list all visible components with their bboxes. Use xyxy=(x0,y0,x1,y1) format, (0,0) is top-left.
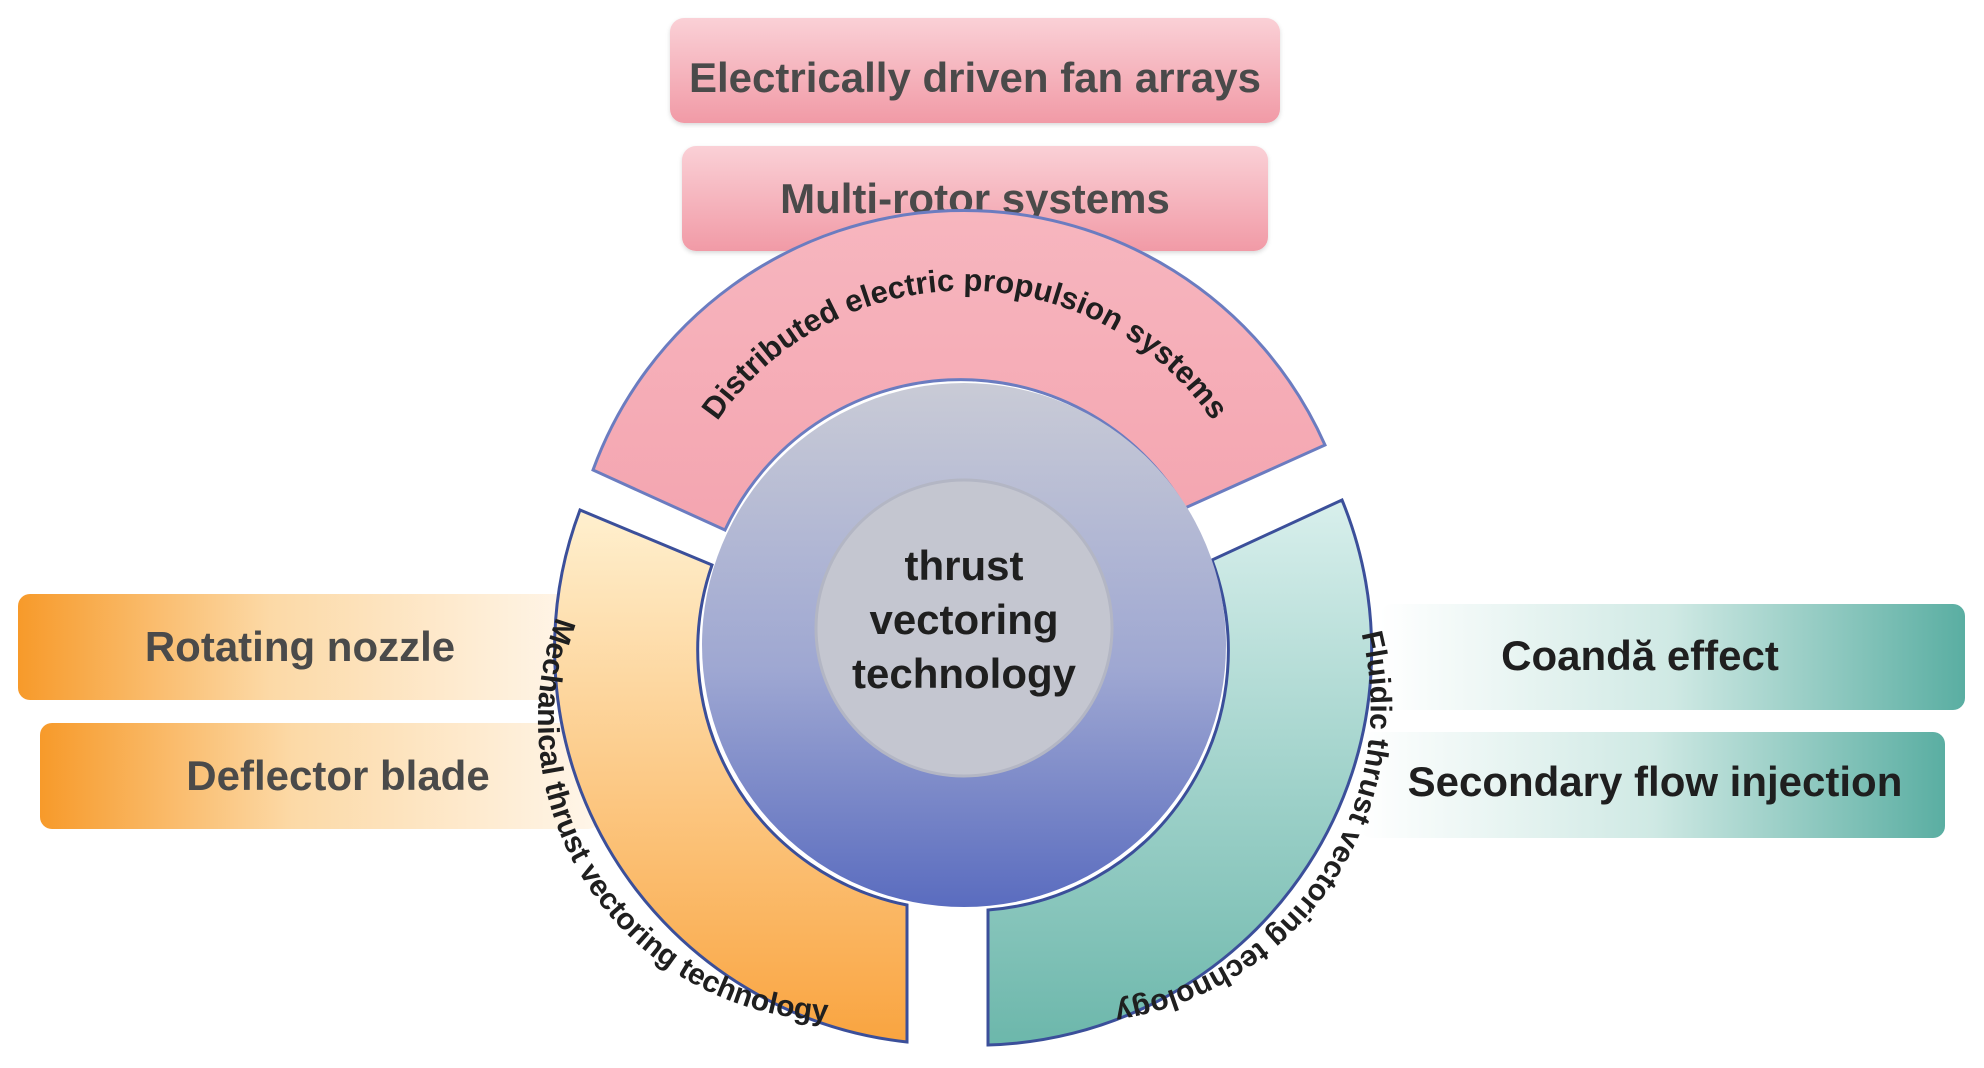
center-inner-circle xyxy=(814,478,1114,778)
center-line-3: technology xyxy=(852,650,1077,697)
box-coanda-effect: Coandă effect xyxy=(1380,604,1965,710)
box-label: Coandă effect xyxy=(1501,632,1779,679)
box-label: Secondary flow injection xyxy=(1408,758,1903,805)
segment-distributed-electric-propulsion xyxy=(591,208,1327,532)
center-line-1: thrust xyxy=(905,542,1024,589)
box-label: Deflector blade xyxy=(186,752,489,799)
box-label: Electrically driven fan arrays xyxy=(689,54,1261,101)
segment-fluidic-thrust-vectoring xyxy=(986,497,1374,1047)
box-electrically-driven-fan-arrays: Electrically driven fan arrays xyxy=(670,18,1280,123)
center-label: thrust vectoring technology xyxy=(852,542,1077,697)
box-label: Rotating nozzle xyxy=(145,623,455,670)
segment-mechanical-thrust-vectoring xyxy=(553,508,909,1044)
box-rotating-nozzle: Rotating nozzle xyxy=(18,594,578,700)
box-secondary-flow-injection: Secondary flow injection xyxy=(1360,732,1945,838)
box-deflector-blade: Deflector blade xyxy=(40,723,600,829)
center-line-2: vectoring xyxy=(869,596,1058,643)
